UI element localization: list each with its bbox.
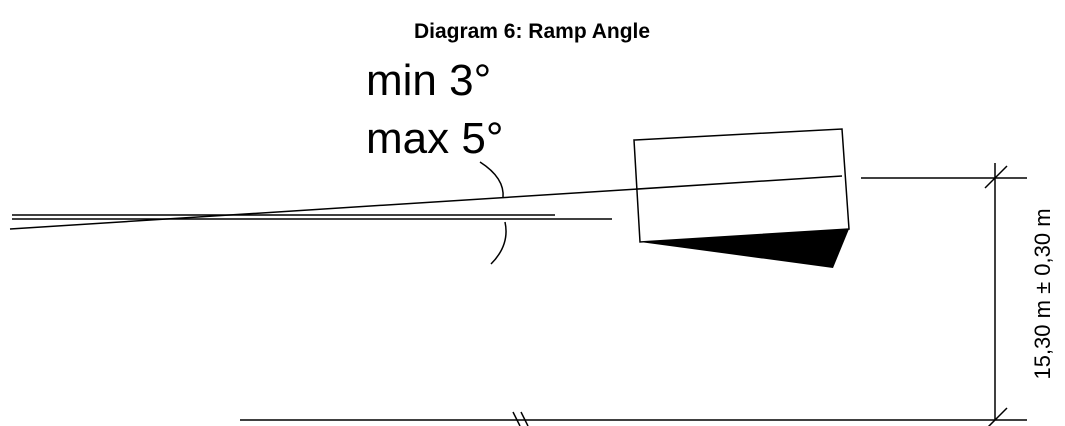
dimension-tick-top [984, 165, 1008, 189]
break-mark-1 [512, 411, 521, 426]
angle-arc-upper [479, 161, 504, 199]
ramp-box [633, 128, 850, 243]
dimension-tick-bottom [987, 407, 1008, 426]
angle-max-label: max 5° [366, 114, 503, 163]
diagram-title: Diagram 6: Ramp Angle [414, 20, 650, 43]
ramp-incline-line [9, 175, 843, 230]
break-mark-2 [520, 411, 529, 426]
angle-min-label: min 3° [366, 56, 491, 105]
angle-arc-lower [490, 221, 507, 265]
ramp-wedge [640, 229, 849, 268]
dimension-label: 15,30 m ± 0,30 m [1030, 208, 1055, 379]
